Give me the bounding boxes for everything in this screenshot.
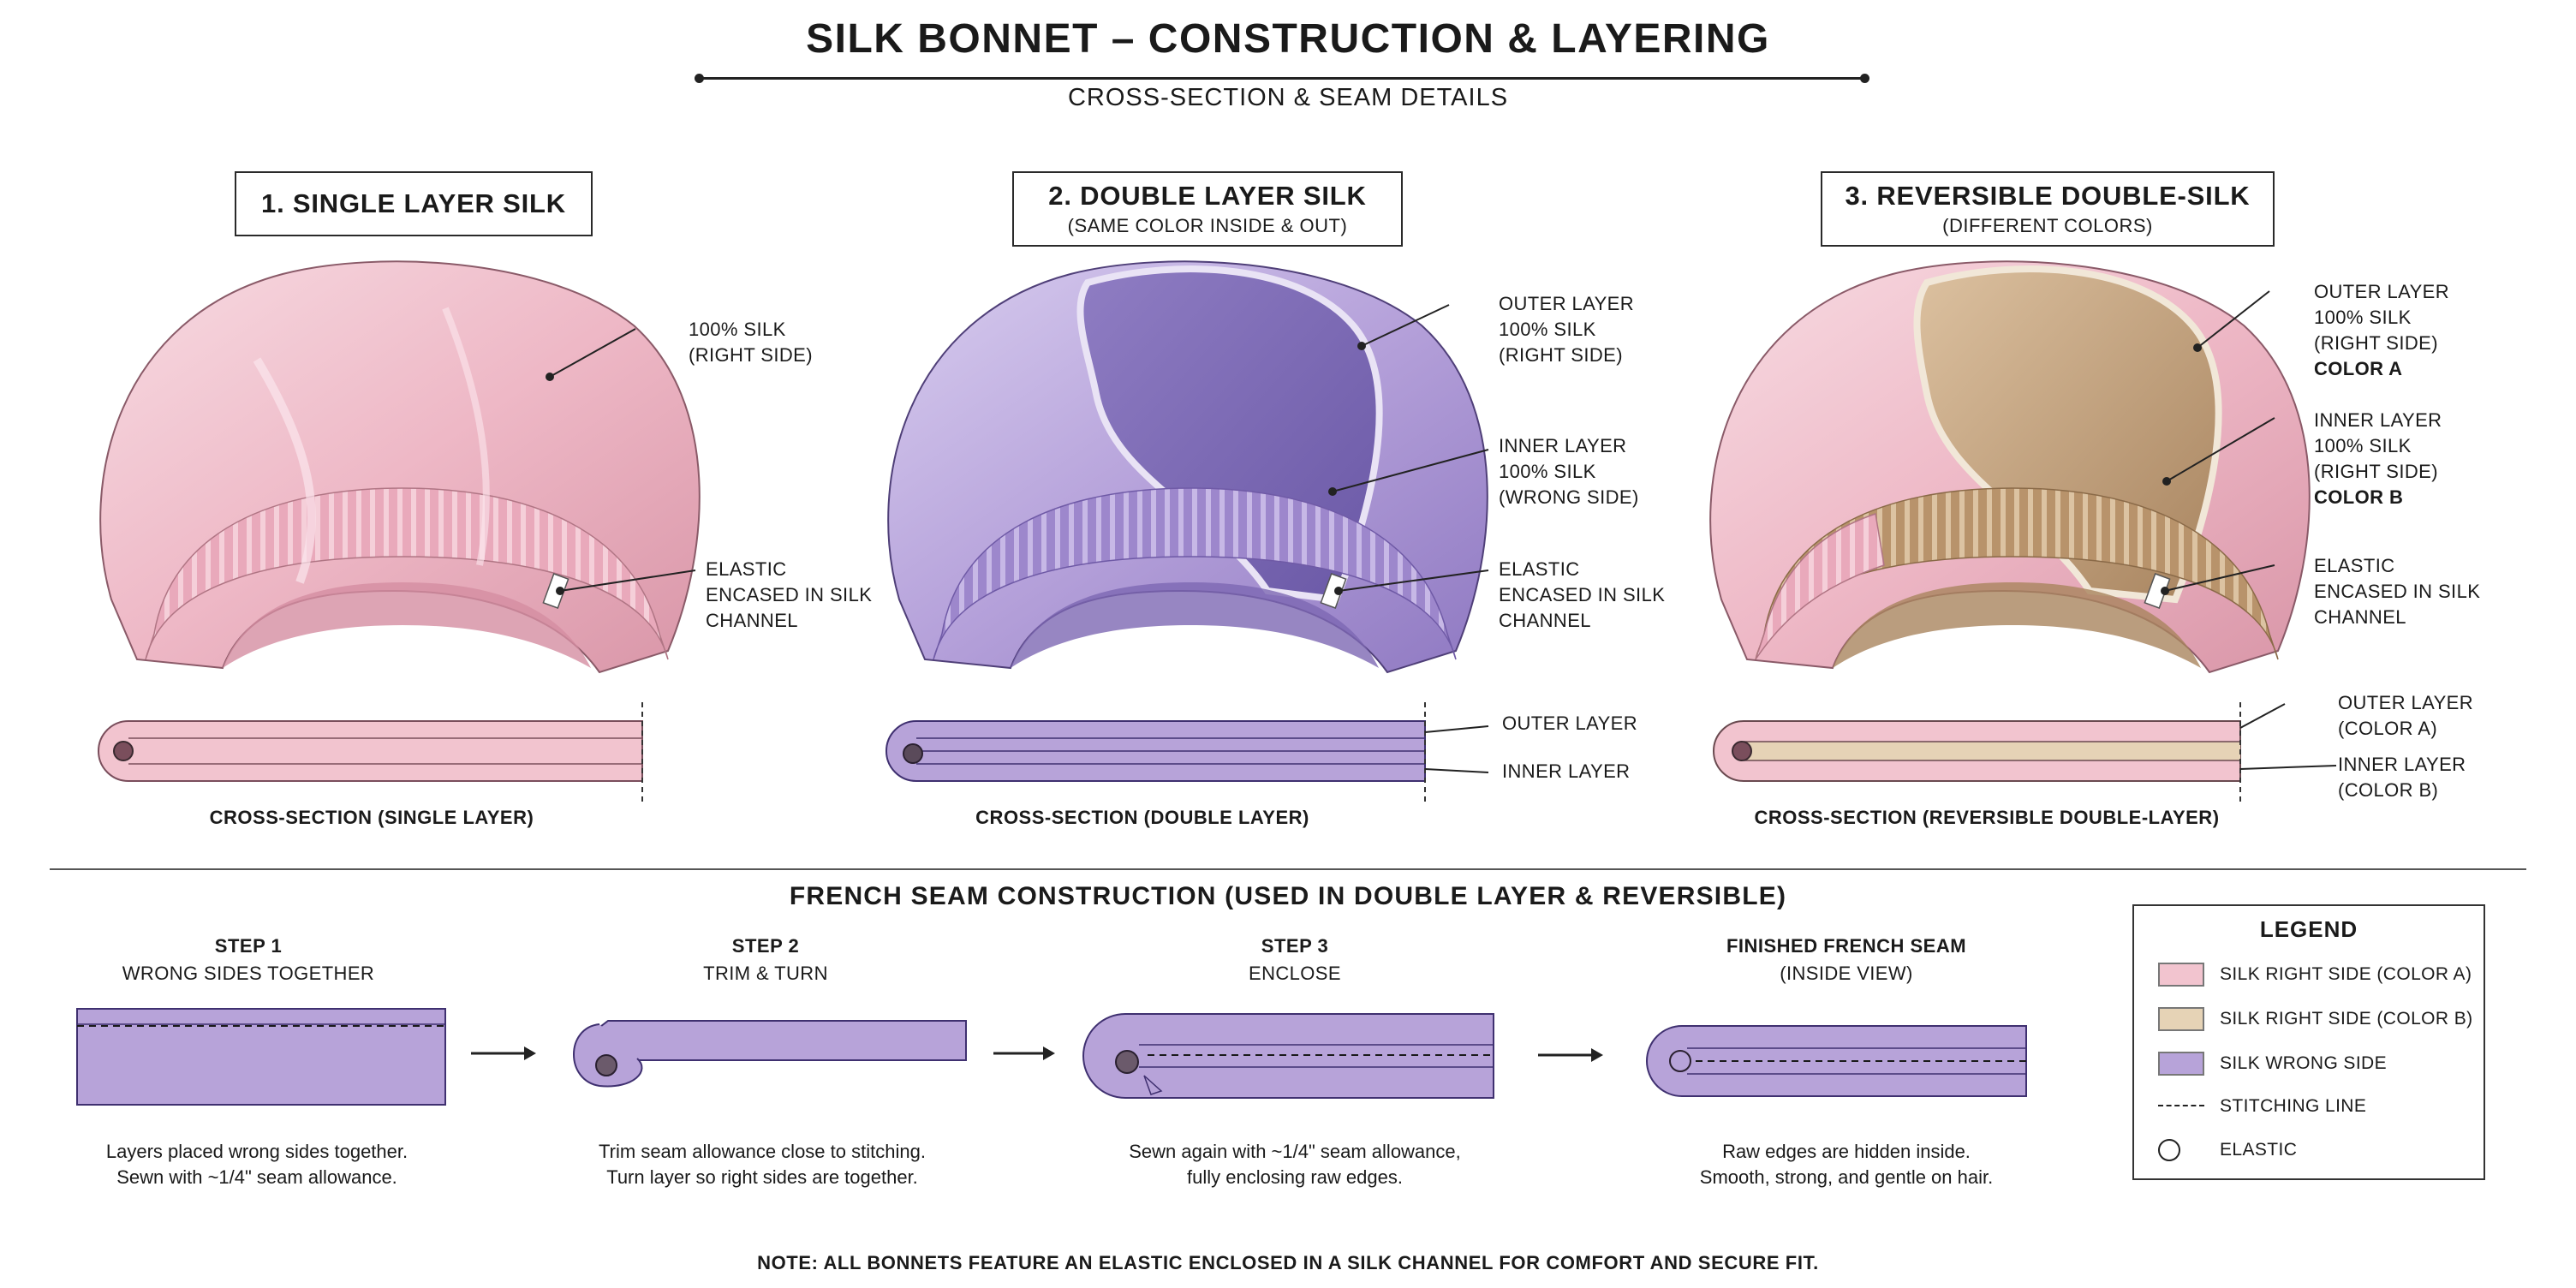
panel-3-heading-box: 3. REVERSIBLE DOUBLE-SILK (DIFFERENT COL…: [1821, 171, 2275, 247]
panel-2-heading-box: 2. DOUBLE LAYER SILK (SAME COLOR INSIDE …: [1012, 171, 1403, 247]
diagram-subtitle: CROSS-SECTION & SEAM DETAILS: [1067, 84, 1509, 111]
step-2-heading: STEP 2: [731, 935, 800, 957]
arrow-3-icon: [1538, 1048, 1603, 1062]
panel-2-subheading: (SAME COLOR INSIDE & OUT): [1067, 215, 1348, 236]
panel-3-subheading: (DIFFERENT COLORS): [1942, 215, 2153, 236]
panel-2-outer-label: OUTER LAYER 100% SILK (RIGHT SIDE): [1499, 293, 1635, 366]
panel-1-silk-label: 100% SILK (RIGHT SIDE): [689, 319, 813, 366]
step-1-illustration: [76, 1008, 446, 1106]
french-seam-title: FRENCH SEAM CONSTRUCTION (USED IN DOUBLE…: [789, 882, 1787, 910]
finished-seam-header: FINISHED FRENCH SEAM (INSIDE VIEW): [1675, 935, 2018, 985]
finished-seam-illustration: [1646, 1025, 2027, 1097]
step-2-illustration: [573, 1020, 967, 1088]
color-b-swatch: [2158, 1007, 2204, 1031]
panel-3-elastic-label: ELASTIC ENCASED IN SILK CHANNEL: [2314, 555, 2481, 628]
step-1-subheading: WRONG SIDES TOGETHER: [122, 963, 375, 984]
bonnet-1-illustration: [99, 260, 701, 674]
legend: LEGEND SILK RIGHT SIDE (COLOR A) SILK RI…: [2132, 904, 2485, 1180]
bonnet-2-illustration: [887, 260, 1489, 674]
arrow-1-icon: [471, 1046, 536, 1060]
wrong-side-swatch: [2158, 1052, 2204, 1076]
panel-1-section-caption: CROSS-SECTION (SINGLE LAYER): [209, 807, 534, 828]
bonnet-3-illustration: [1709, 260, 2311, 674]
step-2-subheading: TRIM & TURN: [703, 963, 828, 984]
legend-item-wrong-side: SILK WRONG SIDE: [2158, 1052, 2387, 1076]
legend-item-elastic: ELASTIC: [2158, 1139, 2297, 1161]
step-3-subheading: ENCLOSE: [1249, 963, 1341, 984]
legend-item-stitching: STITCHING LINE: [2158, 1096, 2366, 1117]
panel-2-inner-label: INNER LAYER 100% SILK (WRONG SIDE): [1499, 435, 1639, 508]
panel-1-heading: 1. SINGLE LAYER SILK: [261, 188, 566, 218]
panel-1-heading-box: 1. SINGLE LAYER SILK: [235, 171, 593, 236]
panel-2-elastic-label: ELASTIC ENCASED IN SILK CHANNEL: [1499, 558, 1666, 631]
title-rule: [695, 74, 1869, 83]
arrow-2-icon: [993, 1046, 1055, 1060]
step-3-description: Sewn again with ~1/4" seam allowance, fu…: [1129, 1141, 1461, 1188]
panel-2-section-outer-label: OUTER LAYER: [1502, 713, 1638, 734]
circle-icon: [2158, 1139, 2204, 1161]
section-divider: [50, 868, 2526, 870]
finished-seam-heading: FINISHED FRENCH SEAM: [1726, 935, 1967, 957]
step-2-header: STEP 2 TRIM & TURN: [594, 935, 937, 985]
footer-note: NOTE: ALL BONNETS FEATURE AN ELASTIC ENC…: [757, 1252, 1819, 1273]
dashed-line-icon: [2158, 1105, 2204, 1108]
panel-3-outer-label: OUTER LAYER 100% SILK (RIGHT SIDE) COLOR…: [2314, 281, 2450, 379]
step-3-heading: STEP 3: [1261, 935, 1329, 957]
finished-seam-subheading: (INSIDE VIEW): [1780, 963, 1913, 984]
legend-item-color-b: SILK RIGHT SIDE (COLOR B): [2158, 1007, 2473, 1031]
legend-title: LEGEND: [2259, 916, 2358, 942]
finished-seam-description: Raw edges are hidden inside. Smooth, str…: [1699, 1141, 1994, 1188]
step-3-header: STEP 3 ENCLOSE: [1124, 935, 1466, 985]
cross-section-reversible: [1713, 702, 2337, 802]
panel-3-inner-label: INNER LAYER 100% SILK (RIGHT SIDE) COLOR…: [2314, 409, 2442, 508]
panel-2-heading: 2. DOUBLE LAYER SILK: [1048, 181, 1367, 211]
step-1-heading: STEP 1: [214, 935, 283, 957]
cross-section-single: [98, 702, 643, 802]
panel-3-heading: 3. REVERSIBLE DOUBLE-SILK: [1845, 181, 2251, 211]
panel-2-section-caption: CROSS-SECTION (DOUBLE LAYER): [975, 807, 1309, 828]
panel-3-section-caption: CROSS-SECTION (REVERSIBLE DOUBLE-LAYER): [1754, 807, 2220, 828]
step-2-description: Trim seam allowance close to stitching. …: [599, 1141, 926, 1188]
step-3-illustration: [1082, 1013, 1494, 1099]
diagram-title: SILK BONNET – CONSTRUCTION & LAYERING: [806, 16, 1770, 62]
panel-3-section-inner-label: INNER LAYER (COLOR B): [2338, 754, 2466, 801]
step-1-header: STEP 1 WRONG SIDES TOGETHER: [77, 935, 420, 985]
step-1-description: Layers placed wrong sides together. Sewn…: [105, 1141, 408, 1188]
panel-3-section-outer-label: OUTER LAYER (COLOR A): [2338, 692, 2474, 739]
panel-1-elastic-label: ELASTIC ENCASED IN SILK CHANNEL: [706, 558, 873, 631]
panel-2-section-inner-label: INNER LAYER: [1502, 760, 1631, 782]
cross-section-double: [886, 702, 1489, 802]
color-a-swatch: [2158, 963, 2204, 987]
legend-item-color-a: SILK RIGHT SIDE (COLOR A): [2158, 963, 2472, 987]
